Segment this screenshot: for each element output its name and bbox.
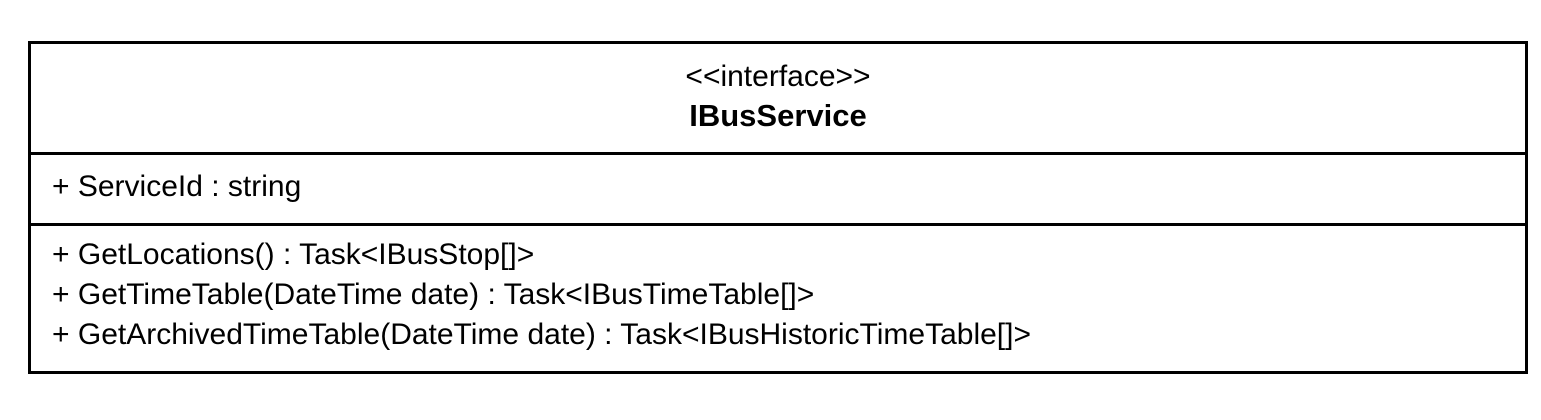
attribute-item: + ServiceId : string bbox=[52, 170, 302, 203]
attributes-compartment: + ServiceId : string bbox=[31, 155, 1525, 226]
uml-interface-box: <<interface>> IBusService + ServiceId : … bbox=[28, 41, 1528, 374]
operations-compartment: + GetLocations() : Task<IBusStop[]> + Ge… bbox=[31, 226, 1525, 371]
operation-item: + GetArchivedTimeTable(DateTime date) : … bbox=[52, 318, 1031, 351]
stereotype-label: <<interface>> bbox=[685, 60, 871, 93]
operation-item: + GetTimeTable(DateTime date) : Task<IBu… bbox=[52, 278, 815, 311]
class-name: IBusService bbox=[689, 98, 867, 133]
operation-item: + GetLocations() : Task<IBusStop[]> bbox=[52, 238, 535, 271]
class-header-compartment: <<interface>> IBusService bbox=[31, 44, 1525, 155]
